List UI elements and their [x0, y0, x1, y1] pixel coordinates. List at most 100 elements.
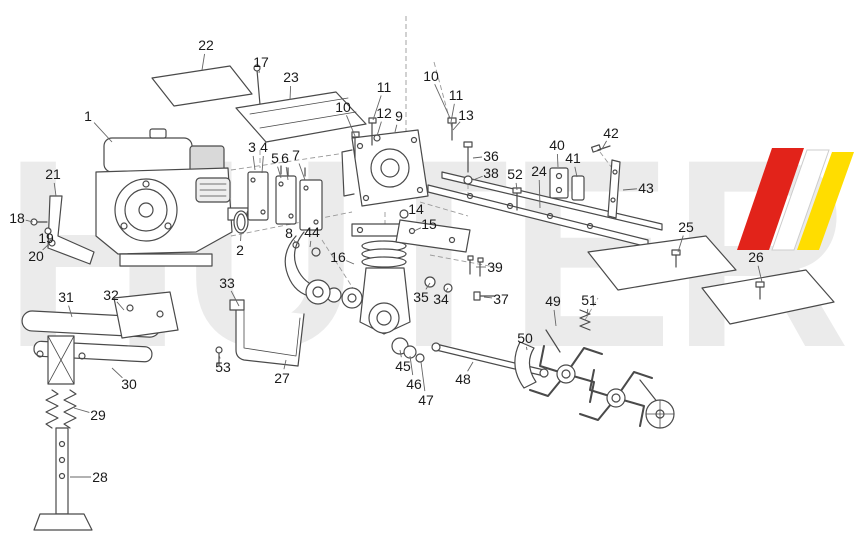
part-number-label: 4	[260, 139, 268, 155]
part-number-label: 39	[487, 259, 503, 275]
leader-line	[757, 265, 763, 283]
clutch-housing-drawing	[341, 117, 457, 207]
leader-line	[450, 103, 455, 123]
leader-line	[346, 260, 355, 265]
part-number-label: 17	[253, 54, 269, 70]
leader-line	[406, 212, 409, 215]
leader-line	[420, 361, 426, 392]
leader-line	[230, 290, 240, 307]
leader-line	[413, 227, 422, 232]
hardware-drawing	[424, 141, 621, 301]
leader-line	[472, 156, 483, 159]
part-number-label: 14	[408, 201, 424, 217]
leader-line	[372, 95, 382, 121]
leader-line	[574, 166, 578, 178]
part-number-label: 22	[198, 37, 214, 53]
part-number-label: 45	[395, 358, 411, 374]
leader-line	[394, 124, 398, 133]
lever-bracket-drawing	[30, 195, 95, 265]
leader-line	[434, 84, 451, 119]
part-number-label: 34	[433, 291, 449, 307]
part-number-label: 47	[418, 392, 434, 408]
spring-drawing	[45, 389, 77, 429]
leader-line	[252, 155, 256, 171]
leader-line	[409, 355, 414, 376]
engine-drawing	[95, 128, 258, 267]
part-number-label: 19	[38, 230, 54, 246]
part-number-label: 12	[376, 105, 392, 121]
part-number-label: 16	[330, 249, 346, 265]
top-covers-drawing	[151, 64, 367, 143]
part-number-label: 10	[423, 68, 439, 84]
part-number-label: 29	[90, 407, 106, 423]
part-number-label: 11	[448, 87, 464, 103]
leader-line	[677, 235, 684, 253]
part-number-label: 30	[121, 376, 137, 392]
part-number-label: 27	[274, 370, 290, 386]
leader-line	[526, 346, 528, 351]
depth-stake-drawing	[33, 427, 93, 531]
part-number-label: 37	[493, 291, 509, 307]
part-number-label: 20	[28, 248, 44, 264]
leader-line	[538, 179, 541, 209]
part-number-label: 46	[406, 376, 422, 392]
leader-line	[445, 287, 449, 292]
leader-line	[553, 309, 557, 327]
leader-line	[116, 301, 125, 311]
part-number-label: 52	[507, 166, 523, 182]
part-number-label: 36	[483, 148, 499, 164]
part-number-label: 8	[285, 225, 293, 241]
logo-white-shape	[771, 149, 830, 251]
part-number-label: 10	[335, 99, 351, 115]
part-number-label: 3	[248, 139, 256, 155]
leader-line	[467, 361, 474, 372]
leader-line	[399, 349, 402, 358]
transmission-drawing	[305, 209, 471, 363]
part-number-label: 53	[215, 359, 231, 375]
part-number-label: 26	[748, 249, 764, 265]
part-number-label: 41	[565, 150, 581, 166]
part-number-label: 28	[92, 469, 108, 485]
part-number-label: 6	[281, 150, 289, 166]
part-number-label: 2	[236, 242, 244, 258]
leader-line	[261, 155, 264, 174]
part-number-label: 44	[304, 224, 320, 240]
leader-line	[201, 53, 206, 71]
part-number-label: 21	[45, 166, 61, 182]
part-number-label: 51	[581, 292, 597, 308]
leader-line	[483, 296, 493, 299]
part-number-label: 25	[678, 219, 694, 235]
leader-line	[376, 121, 382, 137]
part-number-label: 15	[421, 216, 437, 232]
leader-line	[111, 367, 123, 379]
part-number-label: 43	[638, 180, 654, 196]
leader-line	[586, 308, 589, 316]
part-number-label: 42	[603, 125, 619, 141]
leader-line	[472, 175, 483, 181]
part-number-label: 48	[455, 371, 471, 387]
part-number-label: 7	[292, 147, 300, 163]
part-number-label: 38	[483, 165, 499, 181]
leader-line	[622, 188, 638, 191]
leader-line	[601, 140, 607, 150]
leader-line	[25, 219, 34, 223]
part-number-label: 50	[517, 330, 533, 346]
part-number-label: 11	[376, 79, 392, 95]
leader-line	[298, 163, 306, 181]
part-number-label: 33	[219, 275, 235, 291]
logo-red-shape	[737, 148, 804, 250]
leader-line	[556, 153, 559, 168]
side-covers-drawing	[587, 235, 835, 325]
leader-line	[425, 282, 431, 290]
leader-line	[93, 122, 113, 143]
part-number-label: 9	[395, 108, 403, 124]
leader-line	[346, 115, 356, 137]
leader-line	[277, 166, 282, 179]
leader-line	[515, 182, 518, 191]
logo-yellow-shape	[797, 152, 854, 250]
part-number-label: 32	[103, 287, 119, 303]
